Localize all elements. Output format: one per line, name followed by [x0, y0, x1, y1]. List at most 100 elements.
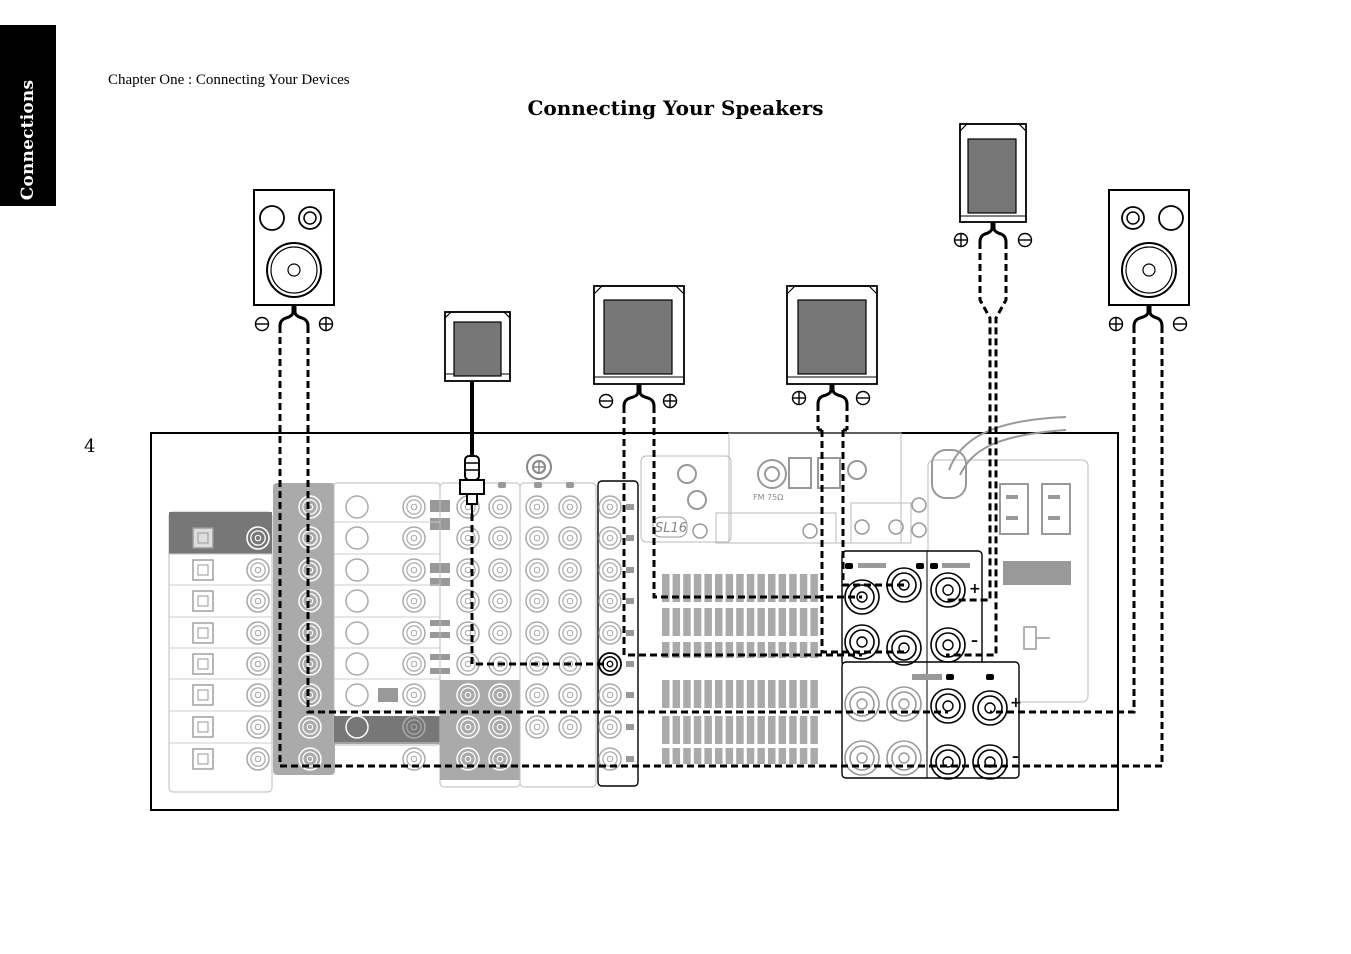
subwoofer — [444, 311, 511, 382]
optical-port — [192, 684, 214, 706]
rca-jack — [246, 526, 270, 550]
rca-jack — [402, 495, 426, 519]
rca-jack — [598, 621, 622, 645]
rca-jack — [525, 715, 549, 739]
rca-jack — [488, 621, 512, 645]
rca-jack — [598, 495, 622, 519]
rca-jack — [558, 558, 582, 582]
rca-jack — [246, 747, 270, 771]
rca-jack — [558, 715, 582, 739]
speaker-terminals — [844, 567, 1008, 780]
speaker-terminal — [930, 744, 966, 780]
rca-jack — [246, 715, 270, 739]
front-plus-sign: + — [969, 581, 981, 597]
rca-jack — [488, 495, 512, 519]
rca-jack — [558, 495, 582, 519]
rca-jack — [488, 526, 512, 550]
rca-jack — [525, 558, 549, 582]
rca-jack — [298, 715, 322, 739]
rca-jack — [598, 715, 622, 739]
s-video-port — [345, 621, 369, 645]
rca-jack — [298, 747, 322, 771]
rca-jack — [456, 715, 480, 739]
optical-port — [192, 748, 214, 770]
rca-jack — [488, 715, 512, 739]
rca-jack — [298, 621, 322, 645]
input-jack-column — [169, 526, 272, 771]
rca-jack — [402, 683, 426, 707]
rca-jack — [598, 558, 622, 582]
optical-port — [192, 559, 214, 581]
s-video-port — [345, 683, 369, 707]
rca-jack — [402, 715, 426, 739]
rca-jack — [246, 683, 270, 707]
front-minus-sign: – — [971, 633, 978, 649]
surround-right-speaker — [786, 285, 878, 385]
speaker-terminal — [844, 740, 880, 776]
rca-jack — [456, 683, 480, 707]
rca-jack — [598, 589, 622, 613]
s-video-port — [345, 715, 369, 739]
s-video-port — [345, 526, 369, 550]
rca-jack — [402, 652, 426, 676]
rca-jack — [525, 621, 549, 645]
rca-jack — [402, 621, 426, 645]
front-left-speaker — [253, 189, 335, 306]
optical-port — [192, 590, 214, 612]
speaker-terminal — [930, 572, 966, 608]
rca-jack — [298, 495, 322, 519]
optical-port — [192, 527, 214, 549]
optical-port — [192, 622, 214, 644]
rca-jack — [525, 526, 549, 550]
speaker-terminal — [886, 686, 922, 722]
surround-plus-sign: + — [1010, 695, 1022, 711]
rca-jack — [246, 621, 270, 645]
rca-jack — [558, 621, 582, 645]
fm-antenna-label: FM 75Ω — [753, 493, 783, 502]
rca-jack — [558, 683, 582, 707]
speaker-terminal — [972, 690, 1008, 726]
page-number: 4 — [84, 436, 96, 457]
optical-port — [192, 716, 214, 738]
rca-jack — [488, 683, 512, 707]
rca-jack — [456, 621, 480, 645]
speaker-terminal — [886, 740, 922, 776]
center-speaker — [959, 123, 1027, 223]
rca-jack — [488, 589, 512, 613]
rca-jack — [298, 652, 322, 676]
rca-jack — [456, 589, 480, 613]
rca-jack — [246, 558, 270, 582]
optical-port — [192, 653, 214, 675]
section-tab: Connections — [0, 25, 56, 206]
rca-jack — [402, 558, 426, 582]
rca-jack — [598, 526, 622, 550]
rca-jack — [525, 589, 549, 613]
rca-jack — [525, 495, 549, 519]
speaker-terminal — [844, 686, 880, 722]
speaker-terminal — [930, 627, 966, 663]
surround-minus-sign: – — [1012, 749, 1019, 765]
receiver-back-panel: FM 75Ω SL16 — [150, 416, 1119, 811]
rca-jack — [558, 526, 582, 550]
rca-jack — [402, 526, 426, 550]
heatsink-fins — [662, 574, 818, 764]
rca-jack — [402, 589, 426, 613]
rca-jack — [246, 652, 270, 676]
front-right-speaker — [1108, 189, 1190, 306]
s-video-port — [345, 495, 369, 519]
rca-jack — [488, 558, 512, 582]
rca-jack — [525, 683, 549, 707]
model-logo: SL16 — [655, 521, 687, 536]
speaker-wire-leads — [278, 222, 1164, 407]
s-video-port — [345, 589, 369, 613]
rca-jack — [298, 558, 322, 582]
speaker-wiring-paths — [278, 242, 1164, 768]
chapter-header: Chapter One : Connecting Your Devices — [108, 72, 350, 88]
rca-jack — [246, 589, 270, 613]
s-video-port — [345, 558, 369, 582]
subwoofer-cable — [459, 381, 485, 514]
page-title: Connecting Your Speakers — [527, 96, 824, 120]
polarity-symbols — [254, 232, 1188, 409]
speaker-terminal — [844, 579, 880, 615]
